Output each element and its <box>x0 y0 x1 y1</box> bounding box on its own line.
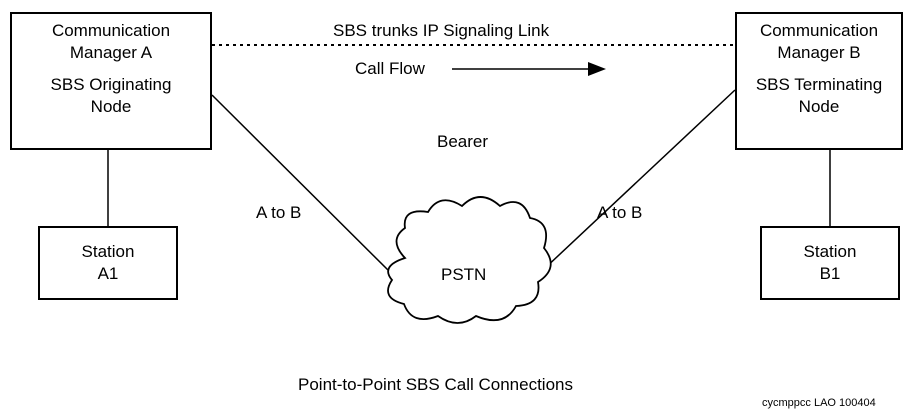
cm-b-line4: Node <box>798 97 840 116</box>
station-b1-box: Station B1 <box>760 226 900 300</box>
station-b1-line1: Station <box>803 242 857 261</box>
call-flow-label: Call Flow <box>355 59 425 78</box>
pstn-cloud-shape <box>387 196 552 324</box>
station-a1-line2: A1 <box>97 264 119 283</box>
call-flow-arrowhead <box>588 62 606 76</box>
cm-b-line1: Communication <box>759 21 879 40</box>
bearer-line-right <box>526 89 736 286</box>
figure-id: cycmppcc LAO 100404 <box>762 397 876 409</box>
bearer-line-left <box>211 94 401 283</box>
cm-a-line1: Communication <box>51 21 171 40</box>
station-a1-line1: Station <box>81 242 135 261</box>
a-to-b-left-label: A to B <box>256 203 302 222</box>
communication-manager-b-box: Communication Manager B SBS Terminating … <box>735 12 903 150</box>
bearer-label: Bearer <box>437 132 489 151</box>
cm-b-line3: SBS Terminating <box>755 75 883 94</box>
diagram-caption: Point-to-Point SBS Call Connections <box>298 375 573 394</box>
station-a1-box: Station A1 <box>38 226 178 300</box>
communication-manager-a-box: Communication Manager A SBS Originating … <box>10 12 212 150</box>
cm-a-line3: SBS Originating <box>50 75 172 94</box>
station-b1-line2: B1 <box>819 264 841 283</box>
a-to-b-right-label: A to B <box>597 203 643 222</box>
cm-a-line4: Node <box>90 97 132 116</box>
cm-b-line2: Manager B <box>777 43 861 62</box>
signaling-link-label: SBS trunks IP Signaling Link <box>333 21 550 40</box>
pstn-label: PSTN <box>441 265 487 284</box>
cm-a-line2: Manager A <box>69 43 153 62</box>
